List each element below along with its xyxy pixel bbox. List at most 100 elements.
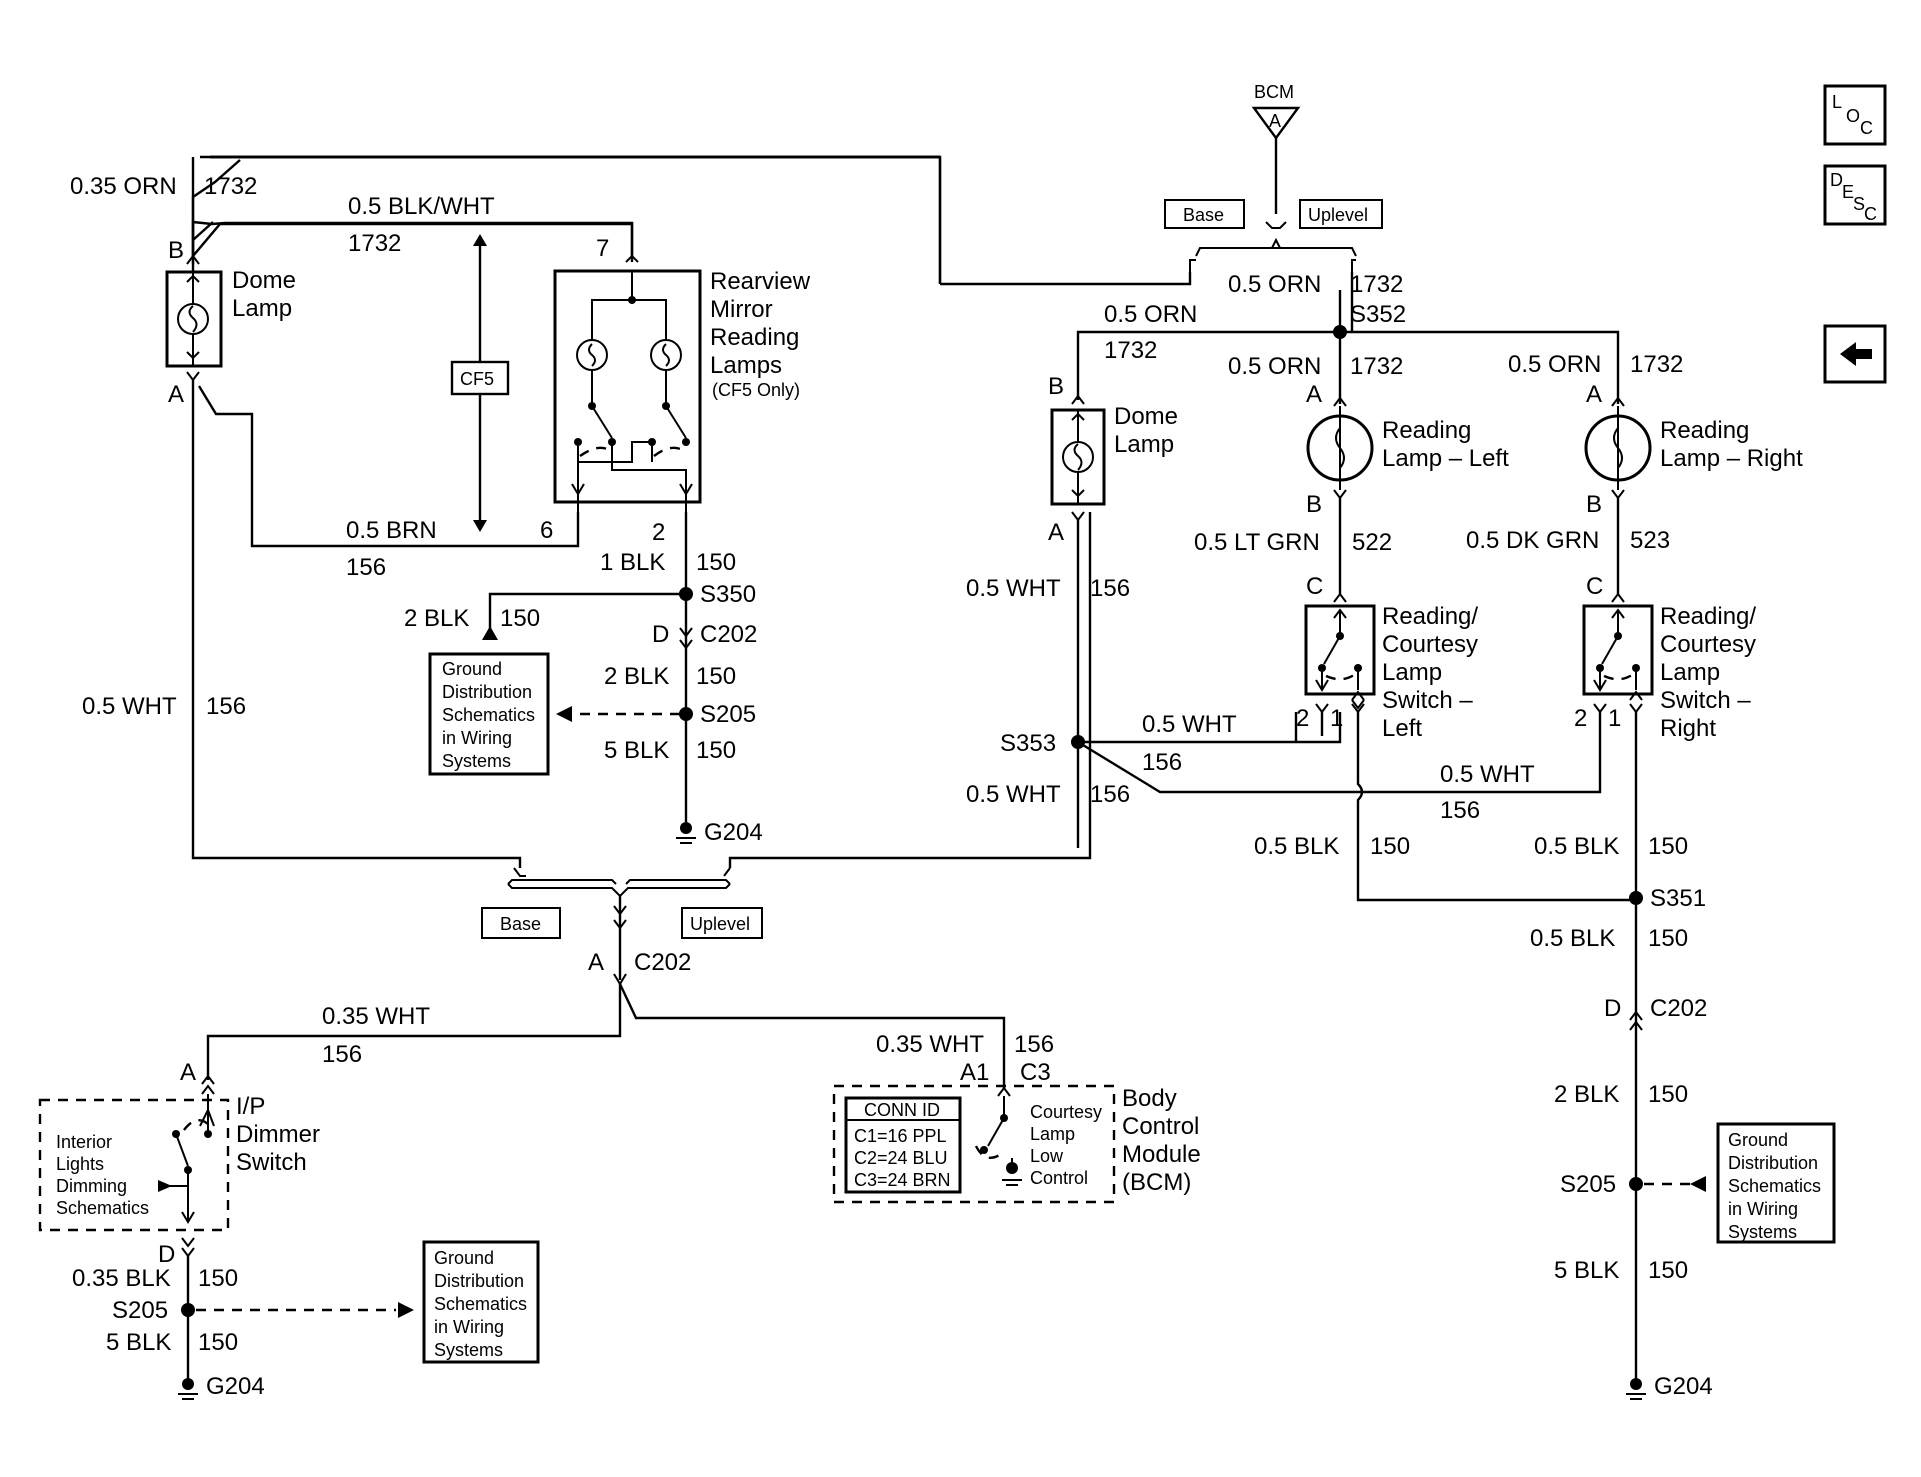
- wire-label-rs205dn-gauge: 5 BLK: [1554, 1257, 1619, 1284]
- gd-left-5: Systems: [442, 751, 511, 771]
- wire-label-m2-gauge: 1 BLK: [600, 549, 665, 576]
- wire-label-dimblk-gauge: 0.35 BLK: [72, 1265, 171, 1292]
- courtesy-3: Low: [1030, 1146, 1064, 1166]
- dome-left-pin-b: B: [168, 237, 184, 264]
- dome-left-name-2: Lamp: [232, 295, 292, 322]
- bcm-top-title: BCM: [1254, 82, 1294, 102]
- ground-distribution-box-right[interactable]: Ground Distribution Schematics in Wiring…: [1716, 1122, 1836, 1244]
- wire-label-orn-gauge: 0.35 ORN: [70, 173, 177, 200]
- dimmer-ref-3: Dimming: [56, 1176, 127, 1196]
- swr-name-2: Courtesy: [1660, 631, 1756, 658]
- wire-label-blkwht-gauge: 0.5 BLK/WHT: [348, 193, 495, 220]
- gd-right-5: Systems: [1728, 1222, 1797, 1242]
- wire-label-dimg-circuit: 150: [198, 1329, 238, 1356]
- swl-name-5: Left: [1382, 715, 1422, 742]
- conn-id-c1: C1=16 PPL: [854, 1126, 947, 1146]
- mirror-pin-6: 6: [540, 517, 553, 544]
- mirror-name-3: Reading: [710, 324, 799, 351]
- c202-left-pin: D: [652, 621, 669, 648]
- wire-wht-156-bcm: [618, 983, 1006, 1088]
- rl-name-2: Lamp – Left: [1382, 445, 1509, 472]
- g204-left-label: G204: [704, 819, 763, 846]
- wire-label-s351-gauge: 0.5 BLK: [1530, 925, 1615, 952]
- wire-label-rl-circuit: 1732: [1350, 353, 1403, 380]
- rl-pin-b: B: [1306, 491, 1322, 518]
- wire-label-s353r-circuit: 156: [1142, 749, 1182, 776]
- splice-s205-left-label: S205: [700, 701, 756, 728]
- mirror-name-2: Mirror: [710, 296, 773, 323]
- wire-label-rdomea-gauge: 0.5 WHT: [966, 575, 1061, 602]
- rr-pin-b: B: [1586, 491, 1602, 518]
- g204-right-label: G204: [1654, 1373, 1713, 1400]
- wire-label-m2-circuit: 150: [696, 549, 736, 576]
- mirror-pin-7: 7: [596, 235, 609, 262]
- wire-label-blkl-circuit: 150: [1370, 833, 1410, 860]
- reading-lamp-right: A B Reading Lamp – Right: [1584, 381, 1803, 518]
- wire-label-long-circuit: 156: [1440, 797, 1480, 824]
- ground-g204-left: G204: [676, 819, 763, 846]
- base-option-label: Base: [1183, 205, 1224, 225]
- desc-letter-d: D: [1830, 170, 1843, 190]
- c202-mid-label: C202: [634, 949, 691, 976]
- loc-letter-l: L: [1832, 92, 1842, 112]
- bcm-pin-c3: C3: [1020, 1059, 1051, 1086]
- loc-letter-o: O: [1846, 106, 1860, 126]
- wire-wht-156-left: [191, 380, 522, 868]
- uplevel-label-mid: Uplevel: [690, 914, 750, 934]
- wire-label-rs205up-circuit: 150: [1648, 1081, 1688, 1108]
- wire-label-long-gauge: 0.5 WHT: [1440, 761, 1535, 788]
- dimmer-ref-1: Interior: [56, 1132, 112, 1152]
- mirror-name-1: Rearview: [710, 268, 811, 295]
- rl-name-1: Reading: [1382, 417, 1471, 444]
- wire-wht-156-long: [1077, 712, 1602, 794]
- dome-left-name: Dome: [232, 267, 296, 294]
- ground-g204-mid: G204: [178, 1373, 265, 1400]
- dimmer-ref-4: Schematics: [56, 1198, 149, 1218]
- ground-g204-right: G204: [1626, 1373, 1713, 1400]
- wire-label-s351-circuit: 150: [1648, 925, 1688, 952]
- splice-s205-left: [679, 707, 693, 721]
- conn-id-c3: C3=24 BRN: [854, 1170, 951, 1190]
- swl-pin-2: 2: [1296, 705, 1309, 732]
- dimmer-name-2: Dimmer: [236, 1121, 320, 1148]
- gd-mid-3: Schematics: [434, 1294, 527, 1314]
- splice-s351-label: S351: [1650, 885, 1706, 912]
- gd-right-3: Schematics: [1728, 1176, 1821, 1196]
- gd-mid-2: Distribution: [434, 1271, 524, 1291]
- swl-name-4: Switch –: [1382, 687, 1473, 714]
- bcm-pin-a1: A1: [960, 1059, 989, 1086]
- swl-pin-c: C: [1306, 573, 1323, 600]
- wire-wht-156-dimmer: [206, 984, 622, 1080]
- wire-label-dimg-gauge: 5 BLK: [106, 1329, 171, 1356]
- ground-distribution-box-mid[interactable]: Ground Distribution Schematics in Wiring…: [422, 1240, 540, 1364]
- dome-left-pin-a: A: [168, 381, 184, 408]
- swl-name-2: Courtesy: [1382, 631, 1478, 658]
- desc-button[interactable]: D E S C: [1823, 164, 1887, 226]
- wire-label-ltgrn-circuit: 522: [1352, 529, 1392, 556]
- conn-id-title: CONN ID: [864, 1100, 940, 1120]
- wire-label-s350-gauge: 2 BLK: [404, 605, 469, 632]
- c202-mid-pin: A: [588, 949, 604, 976]
- ground-distribution-box-left[interactable]: Ground Distribution Schematics in Wiring…: [428, 652, 550, 776]
- dome-right-name-2: Lamp: [1114, 431, 1174, 458]
- wire-label-dimblk-circuit: 150: [198, 1265, 238, 1292]
- dome-right-pin-b: B: [1048, 373, 1064, 400]
- wire-label-rr-gauge: 0.5 ORN: [1508, 351, 1601, 378]
- swl-name-3: Lamp: [1382, 659, 1442, 686]
- back-button[interactable]: [1823, 324, 1887, 384]
- gd-left-4: in Wiring: [442, 728, 512, 748]
- dimmer-name-3: Switch: [236, 1149, 307, 1176]
- wire-label-blkl-gauge: 0.5 BLK: [1254, 833, 1339, 860]
- dome-right-name: Dome: [1114, 403, 1178, 430]
- wire-label-s205up-circuit: 150: [696, 663, 736, 690]
- wire-label-rdome-circuit: 1732: [1104, 337, 1157, 364]
- loc-button[interactable]: L O C: [1823, 84, 1887, 146]
- ip-dimmer-switch: A Interior Lights Dimming Schematics I/P…: [38, 1059, 320, 1268]
- splice-s205-right: [1629, 1177, 1643, 1191]
- splice-s205-mid-label: S205: [112, 1297, 168, 1324]
- c202-right-label: C202: [1650, 995, 1707, 1022]
- c202-middle-connector: Base Uplevel A C202: [481, 512, 1092, 986]
- wire-label-s353l-circuit: 156: [1090, 781, 1130, 808]
- gd-left-1: Ground: [442, 659, 502, 679]
- conn-id-c2: C2=24 BLU: [854, 1148, 948, 1168]
